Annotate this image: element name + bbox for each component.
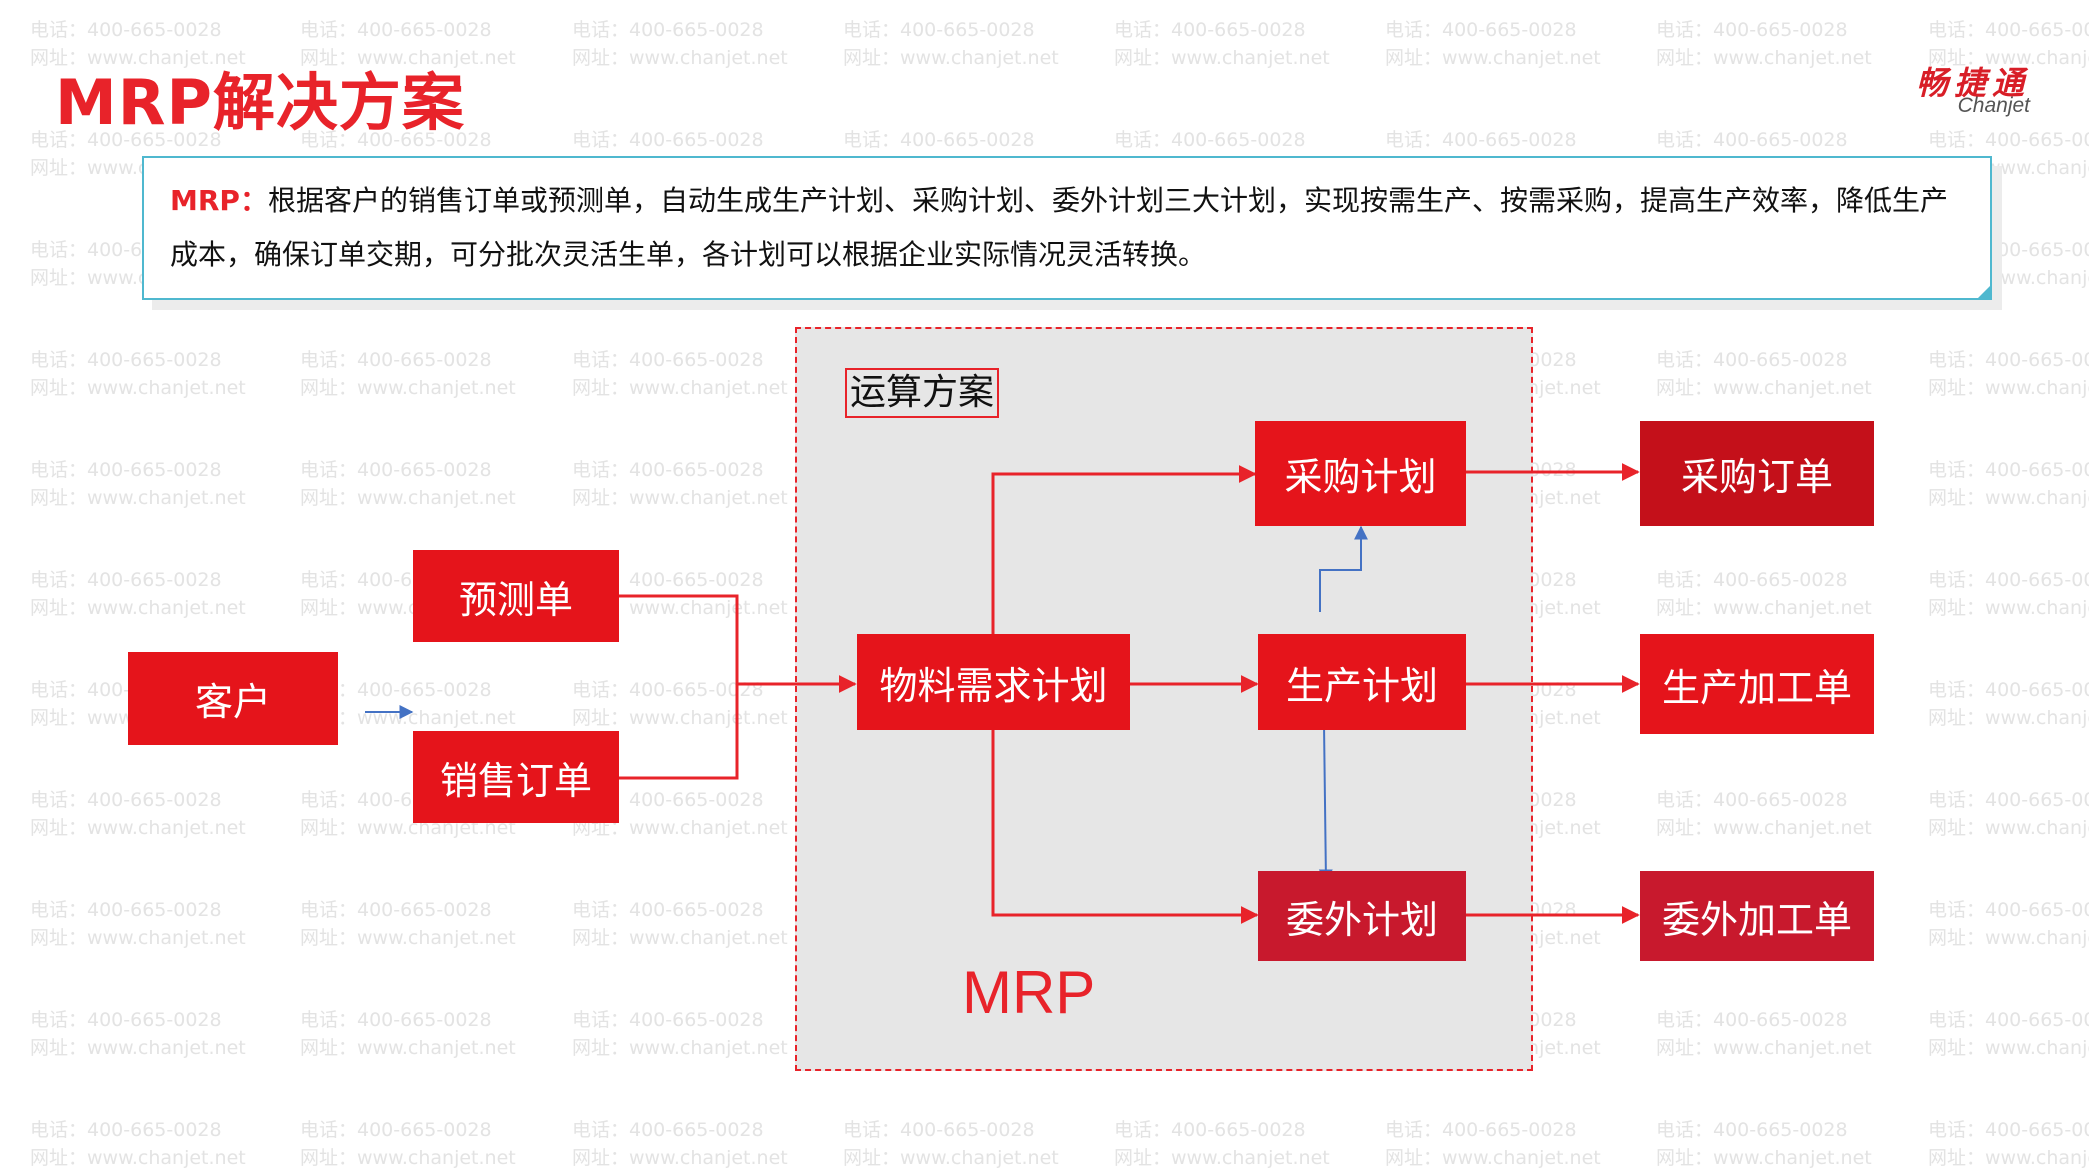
description-body: 根据客户的销售订单或预测单，自动生成生产计划、采购计划、委外计划三大计划，实现按… bbox=[170, 184, 1948, 271]
logo-text-en: Chanjet bbox=[1957, 94, 2030, 117]
description-label: MRP： bbox=[170, 184, 268, 217]
node-forecast: 预测单 bbox=[413, 550, 619, 642]
calc-scheme-label: 运算方案 bbox=[845, 368, 1000, 418]
description-text: MRP：根据客户的销售订单或预测单，自动生成生产计划、采购计划、委外计划三大计划… bbox=[170, 174, 1970, 282]
node-outsource-order: 委外加工单 bbox=[1640, 871, 1874, 961]
description-corner-decoration bbox=[1976, 284, 1992, 300]
node-purchase-order: 采购订单 bbox=[1640, 421, 1874, 526]
node-customer: 客户 bbox=[128, 652, 338, 745]
node-purchase-plan: 采购计划 bbox=[1255, 421, 1466, 526]
arrow-mrp-to-outsource-plan bbox=[991, 730, 1259, 924]
node-outsource-plan: 委外计划 bbox=[1258, 871, 1466, 961]
arrow-production-to-outsource bbox=[1318, 723, 1333, 884]
logo-text-cn: 畅捷通 bbox=[1915, 64, 2030, 102]
node-production-plan: 生产计划 bbox=[1258, 634, 1466, 730]
arrow-production-to-purchase bbox=[1319, 525, 1368, 612]
node-production-order: 生产加工单 bbox=[1640, 634, 1874, 734]
mrp-region-title: MRP bbox=[962, 959, 1096, 1026]
chanjet-logo: 畅捷通 Chanjet bbox=[1870, 58, 2030, 118]
page-title: MRP解决方案 bbox=[55, 66, 465, 139]
node-mrp-plan: 物料需求计划 bbox=[857, 634, 1130, 730]
node-sales-order: 销售订单 bbox=[413, 731, 619, 823]
connector-forecast bbox=[619, 594, 739, 684]
description-box: MRP：根据客户的销售订单或预测单，自动生成生产计划、采购计划、委外计划三大计划… bbox=[142, 156, 1992, 300]
connector-sales bbox=[619, 684, 739, 780]
arrow-mrp-to-purchase-plan bbox=[991, 465, 1257, 634]
